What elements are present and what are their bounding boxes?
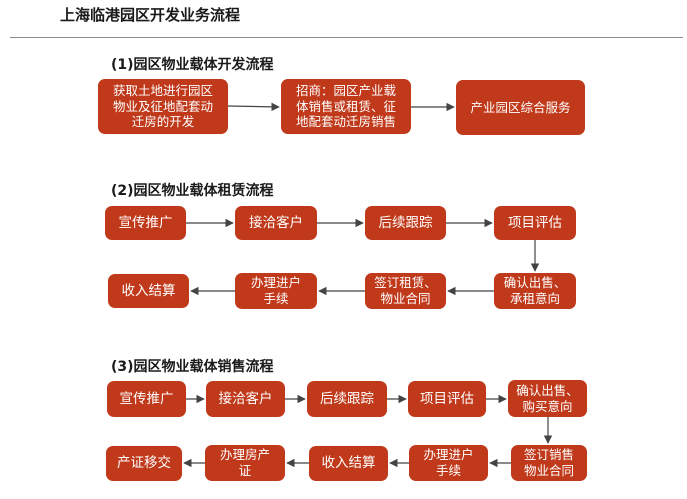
lease-step-promotion: 宣传推广 [105,206,186,240]
sale-step-follow-up: 后续跟踪 [307,381,387,417]
arrow-dev-1 [227,102,280,112]
lease-step-sign-contract: 签订租赁、 物业合同 [365,273,446,309]
section-title-development: (1)园区物业载体开发流程 [111,57,274,73]
step-land-development: 获取土地进行园区 物业及征地配套动 迁房的开发 [98,79,228,134]
sale-step-certificate-handover: 产证移交 [106,446,182,481]
sale-step-confirm-intent: 确认出售、 购买意向 [508,380,587,417]
sale-step-property-certificate: 办理房产 证 [205,445,285,481]
step-investment-attraction: 招商：园区产业载 体销售或租赁、征 地配套动迁房销售 [281,79,411,134]
lease-step-follow-up: 后续跟踪 [365,206,446,240]
page-title: 上海临港园区开发业务流程 [60,6,241,24]
title-divider [10,37,683,38]
lease-step-evaluation: 项目评估 [494,206,576,240]
sale-step-sign-contract: 签订销售 物业合同 [511,445,587,481]
lease-step-settlement: 收入结算 [108,274,189,308]
lease-step-contact-client: 接洽客户 [235,206,317,240]
section-title-sales: (3)园区物业载体销售流程 [111,359,274,375]
sale-step-settlement: 收入结算 [309,446,388,481]
sale-step-promotion: 宣传推广 [107,381,186,417]
lease-step-move-in: 办理进户 手续 [235,273,317,309]
section-title-leasing: (2)园区物业载体租赁流程 [111,183,274,199]
sale-step-evaluation: 项目评估 [408,381,486,417]
lease-step-confirm-intent: 确认出售、 承租意向 [494,273,576,309]
sale-step-move-in: 办理进户 手续 [409,445,488,481]
step-park-services: 产业园区综合服务 [456,80,585,135]
sale-step-contact-client: 接洽客户 [206,381,285,417]
